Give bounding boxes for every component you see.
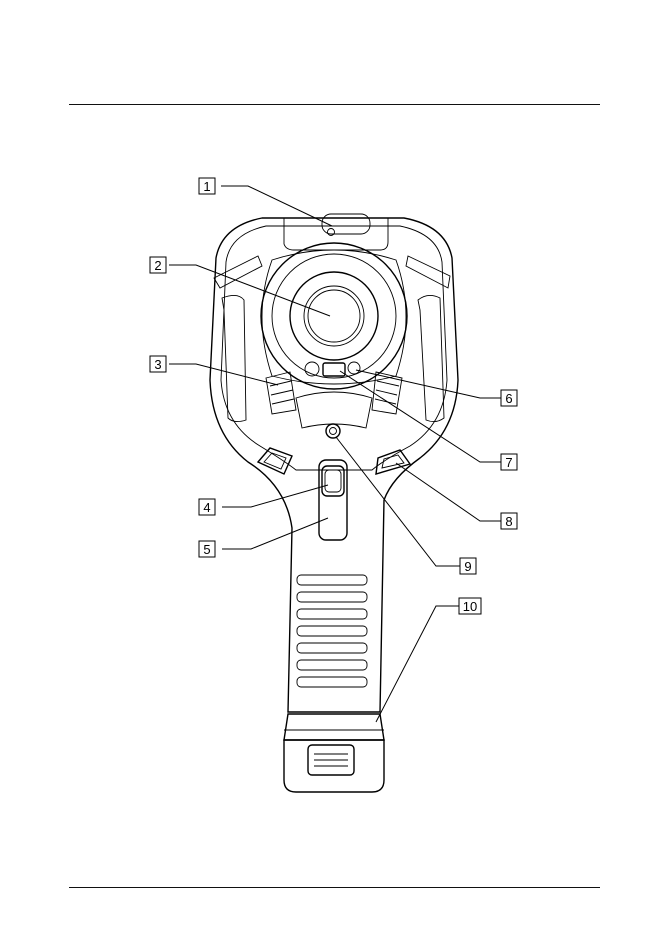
battery [284,714,384,792]
callout-10: 10 [459,598,481,614]
svg-text:7: 7 [505,455,512,470]
svg-text:9: 9 [464,559,471,574]
grip-ribs [297,575,367,687]
tripod-mount [326,424,340,438]
svg-text:6: 6 [505,391,512,406]
svg-text:5: 5 [203,542,210,557]
callout-6: 6 [501,390,517,406]
svg-text:1: 1 [203,179,210,194]
callout-7: 7 [501,454,517,470]
lens-assembly [261,243,407,389]
trigger-assembly [319,460,347,540]
callout-9: 9 [460,558,476,574]
callout-4: 4 [199,499,215,515]
svg-text:8: 8 [505,514,512,529]
svg-text:3: 3 [154,357,161,372]
camera-body [210,214,458,712]
svg-text:4: 4 [203,500,210,515]
svg-text:10: 10 [463,599,477,614]
callout-3: 3 [150,356,166,372]
callout-8: 8 [501,513,517,529]
callout-2: 2 [150,257,166,273]
svg-text:2: 2 [154,258,161,273]
leader-lines [169,186,505,722]
callout-1: 1 [199,178,215,194]
callout-5: 5 [199,541,215,557]
front-sensors [305,362,360,376]
